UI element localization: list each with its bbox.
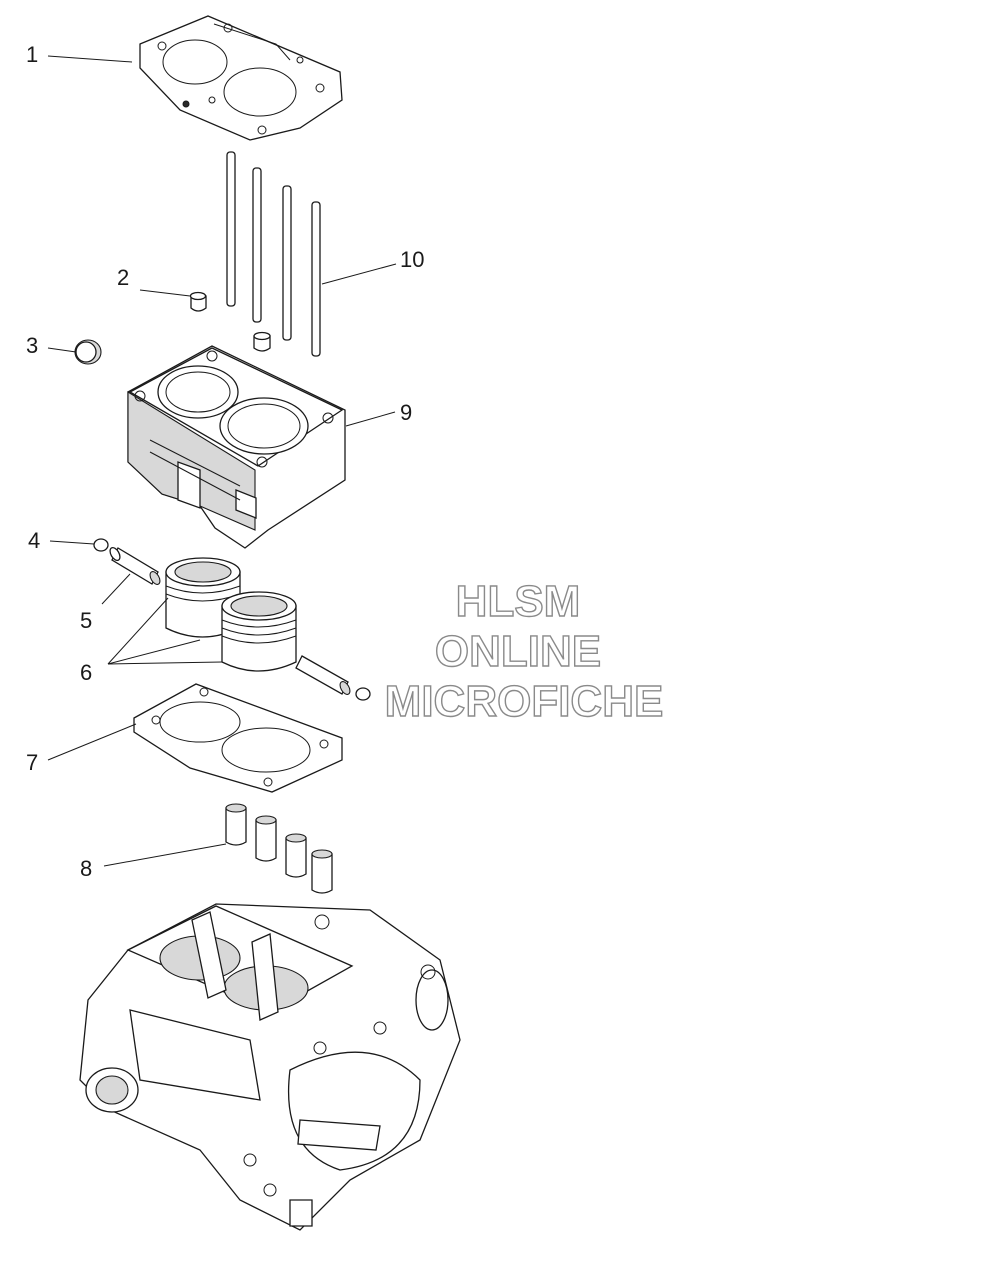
watermark-line-2: ONLINE	[435, 627, 601, 676]
part-5-piston-pin-second[interactable]	[295, 655, 371, 701]
watermark: HLSM ONLINE MICROFICHE	[384, 576, 664, 726]
callout-4[interactable]: 4	[28, 528, 40, 553]
callout-9[interactable]: 9	[400, 400, 412, 425]
watermark-line-3: MICROFICHE	[385, 677, 664, 726]
callout-6[interactable]: 6	[80, 660, 92, 685]
leader-lines	[47, 55, 397, 867]
callout-3[interactable]: 3	[26, 333, 38, 358]
crankcase-assembly	[79, 903, 461, 1231]
callout-5[interactable]: 5	[80, 608, 92, 633]
part-6-pistons[interactable]	[165, 557, 297, 672]
callout-labels: 1 2 3 4 5 6 7 8 9 10	[26, 42, 424, 881]
callout-2[interactable]: 2	[117, 265, 129, 290]
part-9-cylinder[interactable]	[127, 345, 346, 549]
callout-8[interactable]: 8	[80, 856, 92, 881]
watermark-line-1: HLSM	[456, 577, 581, 626]
part-7-base-gasket[interactable]	[133, 683, 343, 793]
part-3-plug[interactable]	[74, 339, 102, 365]
part-1-head-gasket[interactable]	[139, 15, 343, 141]
part-8-sleeves[interactable]	[225, 803, 333, 894]
callout-1[interactable]: 1	[26, 42, 38, 67]
callout-7[interactable]: 7	[26, 750, 38, 775]
part-4-circlip[interactable]	[93, 538, 109, 552]
part-2-dowel[interactable]	[189, 291, 271, 352]
callout-10[interactable]: 10	[400, 247, 424, 272]
part-5-piston-pin[interactable]	[108, 546, 162, 586]
part-10-studs[interactable]	[226, 151, 321, 357]
